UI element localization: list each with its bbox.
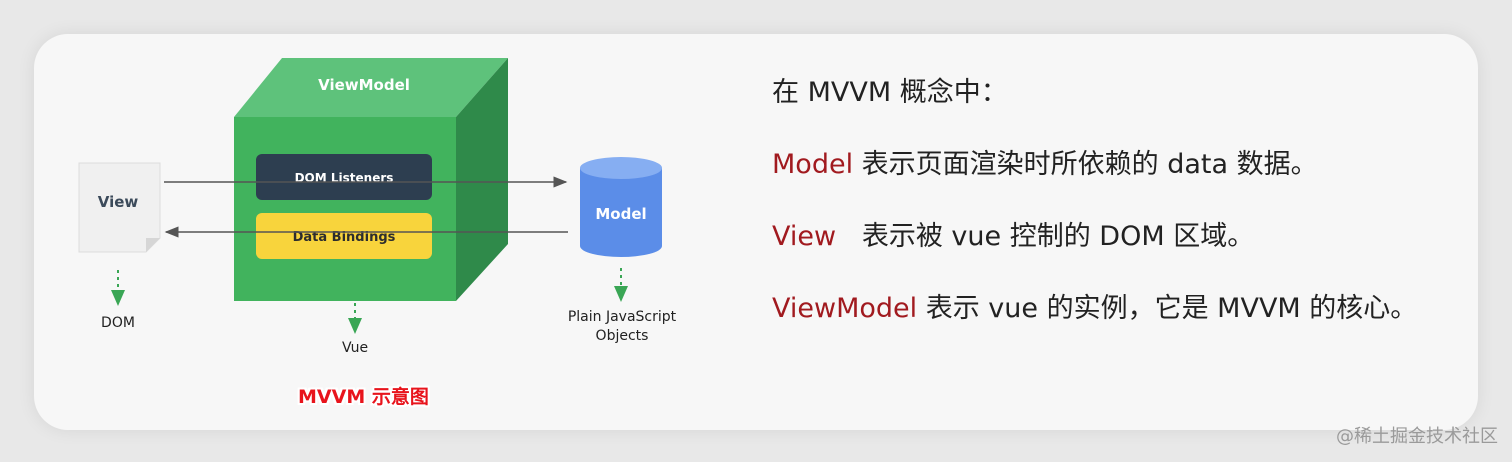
dom-label: DOM	[101, 315, 135, 331]
cube-front-face	[234, 117, 456, 301]
diagram-caption: MVVM 示意图	[298, 386, 429, 408]
view-line: View 表示被 vue 控制的 DOM 区域。	[772, 214, 1254, 253]
model-label: Model	[595, 205, 646, 223]
dom-listeners-label: DOM Listeners	[295, 171, 394, 185]
view-description: 表示被 vue 控制的 DOM 区域。	[836, 221, 1255, 252]
model-cylinder-top	[580, 157, 662, 179]
plain-js-label-line2: Objects	[596, 328, 649, 344]
intro-text: 在 MVVM 概念中：	[772, 77, 1008, 108]
viewmodel-label: ViewModel	[318, 76, 410, 94]
model-term: Model	[772, 149, 854, 180]
intro-line: 在 MVVM 概念中：	[772, 70, 1008, 109]
data-bindings-label: Data Bindings	[293, 230, 396, 245]
model-cylinder-body	[580, 168, 662, 257]
plain-js-label-line1: Plain JavaScript	[568, 309, 677, 325]
model-line: Model 表示页面渲染时所依赖的 data 数据。	[772, 142, 1318, 181]
viewmodel-line: ViewModel 表示 vue 的实例，它是 MVVM 的核心。	[772, 286, 1417, 325]
view-page-fold	[146, 238, 160, 252]
data-bindings-bar	[256, 213, 432, 259]
dom-listeners-bar	[256, 154, 432, 200]
viewmodel-description: 表示 vue 的实例，它是 MVVM 的核心。	[917, 293, 1418, 324]
vue-label: Vue	[342, 340, 368, 356]
watermark: @稀土掘金技术社区	[1336, 426, 1498, 447]
model-description: 表示页面渲染时所依赖的 data 数据。	[853, 149, 1318, 180]
view-term: View	[772, 221, 837, 252]
cube-side-face	[456, 58, 508, 301]
cube-top-face	[234, 58, 508, 117]
view-label: View	[98, 193, 139, 211]
mvvm-diagram: ViewModel DOM Listeners Data Bindings Vi…	[78, 58, 677, 356]
viewmodel-term: ViewModel	[772, 293, 918, 324]
